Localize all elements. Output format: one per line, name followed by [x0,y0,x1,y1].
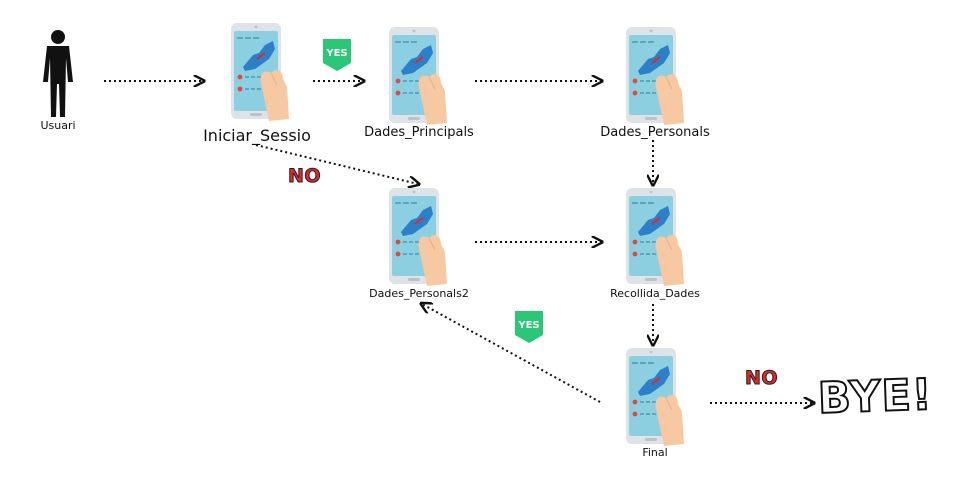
phone-icon-iniciar-sessio [230,22,290,122]
no-label-middle: NO [287,165,322,188]
phone-icon-final [625,347,685,447]
dades-principals-label: Dades_Principals [364,125,474,140]
arrow-iniciar-to-personals2 [255,144,418,184]
phone-icon-dades-personals2 [388,187,448,287]
final-label: Final [642,446,668,459]
yes-badge-bottom-text: YES [517,320,539,331]
dades-personals-label: Dades_Personals [600,125,710,140]
no-label-right: NO [744,367,779,390]
yes-badge-top: YES [323,39,351,71]
yes-badge-top-text: YES [325,48,347,59]
bye-label: BYE! [816,369,934,425]
phone-icon-recollida-dades [625,187,685,287]
iniciar-sessio-label: Iniciar_Sessio [203,126,311,145]
dades-personals2-label: Dades_Personals2 [369,287,469,300]
usuari-label: Usuari [40,119,76,132]
yes-badge-bottom: YES [515,311,543,343]
phone-icon-dades-personals [625,26,685,126]
user-actor-icon [43,30,73,117]
arrow-final-to-personals2 [422,304,601,403]
recollida-dades-label: Recollida_Dades [610,287,700,300]
phone-icon-dades-principals [388,26,448,126]
